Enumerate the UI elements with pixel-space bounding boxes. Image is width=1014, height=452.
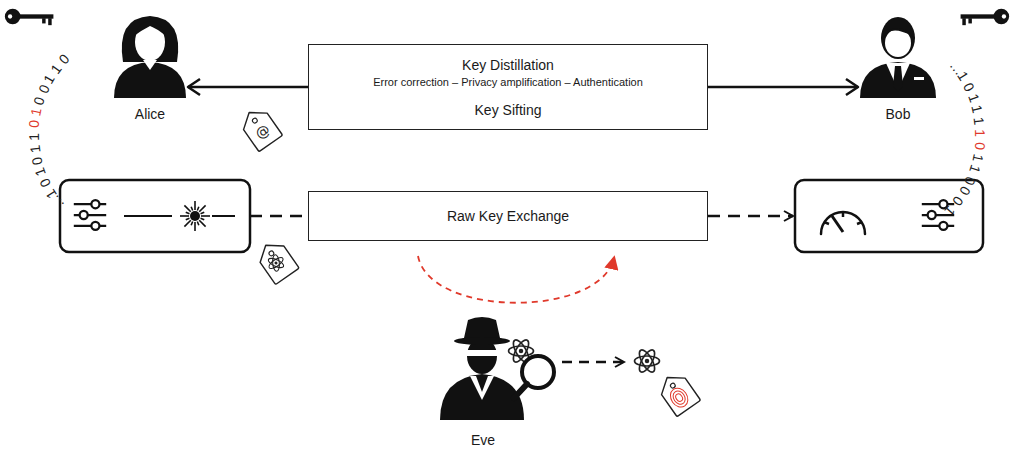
person-node: Bob: [858, 10, 938, 122]
node-text: Eve: [471, 432, 495, 448]
process-box: Key DistillationError correction – Priva…: [308, 44, 708, 130]
person-node: Alice: [112, 10, 188, 122]
arrow-connector: [188, 86, 308, 89]
person-node: Eve: [438, 312, 528, 448]
process-box: Raw Key Exchange: [308, 191, 708, 241]
node-text: Bob: [886, 106, 911, 122]
svg-text:@: @: [252, 121, 273, 142]
eve-figure: [440, 317, 524, 420]
gauge-icon: [821, 212, 865, 234]
bob-figure: [860, 17, 936, 98]
alice-figure: [114, 16, 186, 98]
arrow-connector: [708, 86, 858, 89]
node-text: Alice: [135, 106, 165, 122]
subtitle-text: Error correction – Privacy amplification…: [373, 76, 643, 88]
node-text: Raw Key Exchange: [447, 208, 569, 224]
node-text: Key Distillation: [462, 57, 554, 73]
node-text: Key Sifting: [475, 102, 542, 118]
